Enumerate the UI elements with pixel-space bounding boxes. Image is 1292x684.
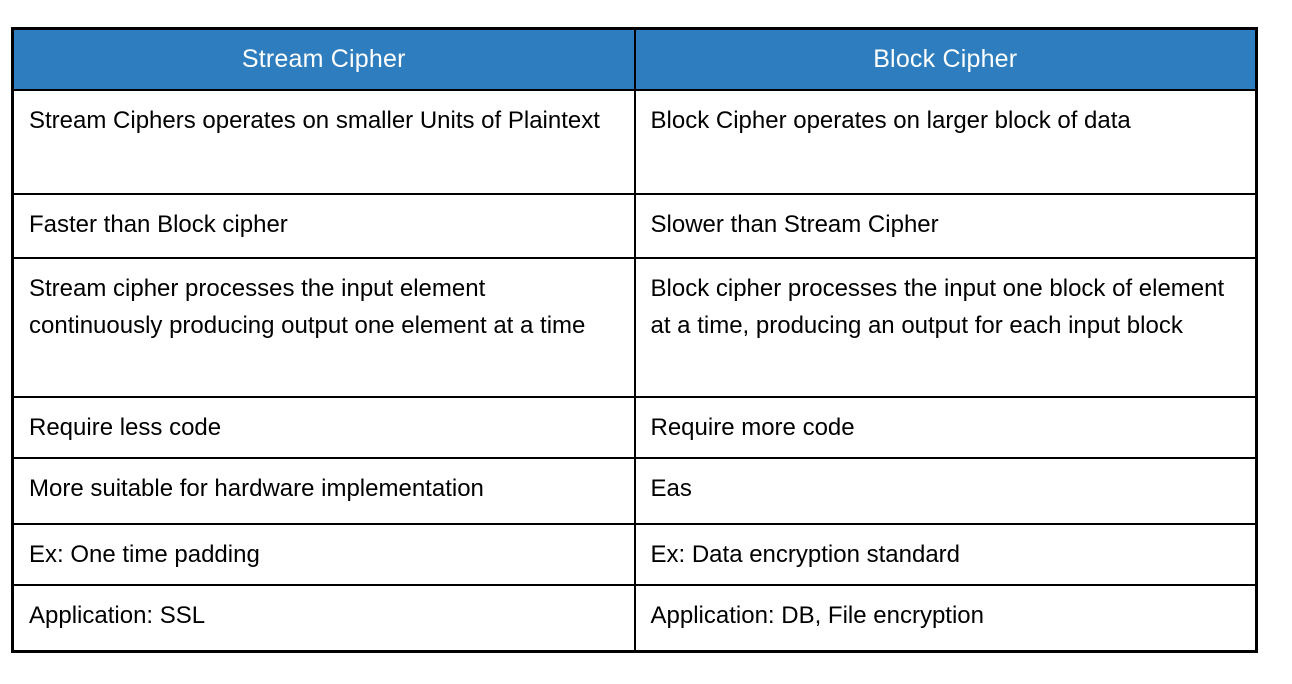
table-cell-block: Block cipher processes the input one blo… [633,257,1258,398]
table-cell-block: Application: DB, File encryption [633,584,1258,653]
table-cell-stream: Stream cipher processes the input elemen… [11,257,636,398]
table-cell-block: Slower than Stream Cipher [633,193,1258,259]
table-cell-stream: Application: SSL [11,584,636,653]
table-row: Application: SSL Application: DB, File e… [11,584,1258,653]
table-cell-stream: Stream Ciphers operates on smaller Units… [11,89,636,195]
table-row: Stream Ciphers operates on smaller Units… [11,89,1258,195]
column-header-block-cipher: Block Cipher [633,27,1258,91]
table-header-row: Stream Cipher Block Cipher [11,27,1258,91]
table-row: Faster than Block cipher Slower than Str… [11,193,1258,259]
table-cell-stream: Faster than Block cipher [11,193,636,259]
table-cell-stream: Ex: One time padding [11,523,636,586]
cipher-comparison-table: Stream Cipher Block Cipher Stream Cipher… [11,27,1258,653]
table-row: Stream cipher processes the input elemen… [11,257,1258,398]
table-cell-block: Eas [633,457,1258,525]
table-cell-block: Require more code [633,396,1258,459]
table-row: More suitable for hardware implementatio… [11,457,1258,525]
table-cell-block: Block Cipher operates on larger block of… [633,89,1258,195]
column-header-stream-cipher: Stream Cipher [11,27,636,91]
table-cell-stream: More suitable for hardware implementatio… [11,457,636,525]
table-cell-block: Ex: Data encryption standard [633,523,1258,586]
table-cell-stream: Require less code [11,396,636,459]
table-row: Require less code Require more code [11,396,1258,459]
table-row: Ex: One time padding Ex: Data encryption… [11,523,1258,586]
